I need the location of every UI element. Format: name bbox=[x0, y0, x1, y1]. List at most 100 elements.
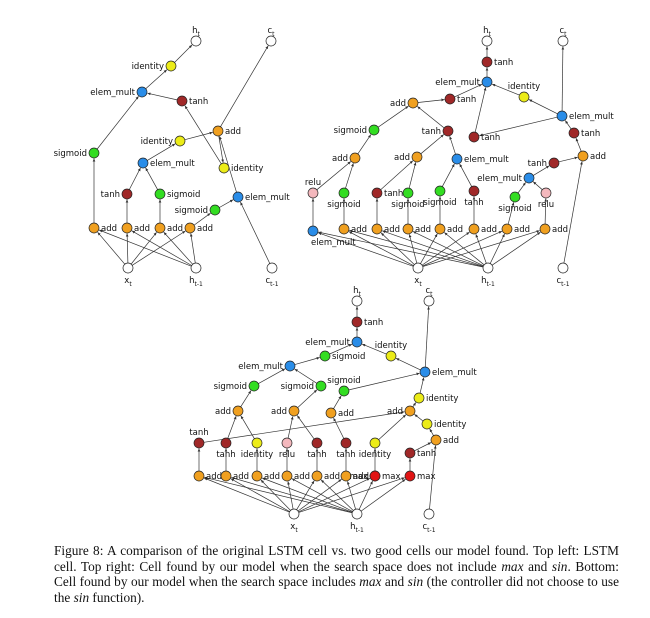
node-label-em5: elem_mult bbox=[464, 155, 509, 165]
edge-ht1-to-c6 bbox=[347, 481, 356, 510]
node-label-a8: add bbox=[590, 152, 606, 162]
edge-xt-to-m2 bbox=[298, 477, 371, 513]
node-label-a2: add bbox=[134, 224, 150, 234]
node-label-b5: add bbox=[481, 225, 497, 235]
node-io-ht bbox=[190, 35, 202, 47]
node-identity-i2 bbox=[369, 437, 381, 449]
node-io-ct bbox=[423, 295, 435, 307]
node-label-th8: tanh bbox=[494, 58, 513, 68]
edge-id1-to-a5 bbox=[184, 131, 213, 141]
node-add-c1 bbox=[193, 470, 205, 482]
node-sigmoid-sg3 bbox=[209, 204, 221, 216]
edge-t5-to-a5 bbox=[414, 442, 432, 452]
caption-text-1: A comparison of the original LSTM cell v… bbox=[54, 543, 619, 574]
node-label-a4: add bbox=[197, 224, 213, 234]
node-add-a2 bbox=[288, 405, 300, 417]
node-io-ct1 bbox=[557, 262, 569, 274]
node-label-th1: tanh bbox=[384, 189, 403, 199]
edge-ct1-to-a8 bbox=[563, 161, 583, 264]
node-tanh-th8 bbox=[481, 56, 493, 68]
node-elem-mult-e2 bbox=[419, 366, 431, 378]
node-tanh-t6 bbox=[351, 316, 363, 328]
node-label-sg1: sigmoid bbox=[327, 200, 360, 210]
node-label-s4: sigmoid bbox=[332, 352, 365, 362]
edge-ht1-to-c3 bbox=[261, 477, 353, 513]
edge-t2-to-a1 bbox=[227, 415, 237, 439]
node-tanh-th3 bbox=[548, 157, 560, 169]
node-label-t1: tanh bbox=[189, 428, 208, 438]
node-add-a4 bbox=[184, 222, 196, 234]
node-io-ct bbox=[557, 35, 569, 47]
node-label-ct1: ct-1 bbox=[556, 276, 569, 288]
node-label-th2: tanh bbox=[464, 198, 483, 208]
node-label-b4: add bbox=[447, 225, 463, 235]
edge-xt-to-b4 bbox=[420, 233, 438, 264]
edge-s3-to-e2 bbox=[348, 372, 420, 391]
node-label-m2: max bbox=[382, 472, 401, 482]
node-label-th4: tanh bbox=[422, 127, 441, 137]
edge-xt-to-c3 bbox=[260, 479, 291, 511]
edge-e1-to-s4 bbox=[294, 357, 320, 365]
node-tanh-t5 bbox=[404, 447, 416, 459]
node-label-id1: identity bbox=[141, 137, 173, 147]
edge-i4-to-e2 bbox=[419, 377, 425, 394]
node-io-ht bbox=[351, 295, 363, 307]
node-label-xt: xt bbox=[124, 276, 132, 288]
edge-em2-to-a5 bbox=[219, 136, 237, 193]
edge-a11-to-th7 bbox=[417, 98, 445, 103]
node-add-a11 bbox=[407, 97, 419, 109]
node-relu-relu2 bbox=[540, 187, 552, 199]
node-label-s3: sigmoid bbox=[327, 376, 360, 386]
node-add-a3 bbox=[154, 222, 166, 234]
caption-math-sin-2: sin bbox=[407, 574, 424, 590]
node-identity-i1 bbox=[251, 437, 263, 449]
edge-a1-to-s1 bbox=[240, 390, 252, 407]
node-label-m3: max bbox=[417, 472, 436, 482]
node-label-sg5: sigmoid bbox=[334, 126, 367, 136]
node-add-c3 bbox=[251, 470, 263, 482]
node-label-e3: elem_mult bbox=[305, 338, 350, 348]
edge-xt-to-c6 bbox=[297, 478, 342, 512]
node-add-a2 bbox=[121, 222, 133, 234]
node-add-c2 bbox=[220, 470, 232, 482]
node-io-xt bbox=[412, 262, 424, 274]
edge-a4-to-i4 bbox=[412, 402, 417, 408]
edge-sg1-to-em3 bbox=[96, 96, 139, 150]
node-tanh-t2 bbox=[220, 437, 232, 449]
edge-sg1-to-a9 bbox=[345, 163, 354, 189]
edge-ct1-to-em2 bbox=[240, 201, 271, 264]
edge-relu1-to-a9 bbox=[316, 161, 352, 191]
edge-a10-to-th4 bbox=[420, 134, 445, 155]
node-elem-mult-em7 bbox=[481, 76, 493, 88]
edge-ht1-to-m3 bbox=[360, 478, 406, 512]
node-label-th3: tanh bbox=[528, 159, 547, 169]
edge-e2-to-i5 bbox=[395, 357, 421, 371]
node-label-id1: identity bbox=[508, 82, 540, 92]
node-label-c6: add bbox=[353, 472, 369, 482]
node-elem-mult-em2 bbox=[232, 191, 244, 203]
edge-xt-to-c2 bbox=[230, 478, 290, 512]
node-label-th1: tanh bbox=[101, 190, 120, 200]
caption-text-6: function). bbox=[89, 589, 145, 605]
node-tanh-th2 bbox=[468, 185, 480, 197]
edge-xt-to-c4 bbox=[287, 481, 294, 510]
edge-ht1-to-b1 bbox=[349, 229, 484, 268]
edge-i5-to-e3 bbox=[361, 343, 387, 355]
edge-t3-to-a2 bbox=[296, 415, 315, 440]
edge-a9-to-sg5 bbox=[357, 134, 372, 155]
node-label-ht1: ht-1 bbox=[481, 276, 495, 288]
node-label-c2: add bbox=[233, 472, 249, 482]
node-label-i3: identity bbox=[434, 420, 466, 430]
node-add-a8 bbox=[577, 150, 589, 162]
edge-th3-to-a8 bbox=[558, 156, 578, 163]
node-label-a4: add bbox=[387, 407, 403, 417]
edge-a8-to-th6 bbox=[575, 137, 582, 152]
node-label-t4: tanh bbox=[336, 450, 355, 460]
node-add-b7 bbox=[539, 223, 551, 235]
node-label-t5: tanh bbox=[417, 449, 436, 459]
node-label-sg3: sigmoid bbox=[175, 206, 208, 216]
node-sigmoid-sg2 bbox=[154, 188, 166, 200]
node-label-em2: elem_mult bbox=[245, 193, 290, 203]
